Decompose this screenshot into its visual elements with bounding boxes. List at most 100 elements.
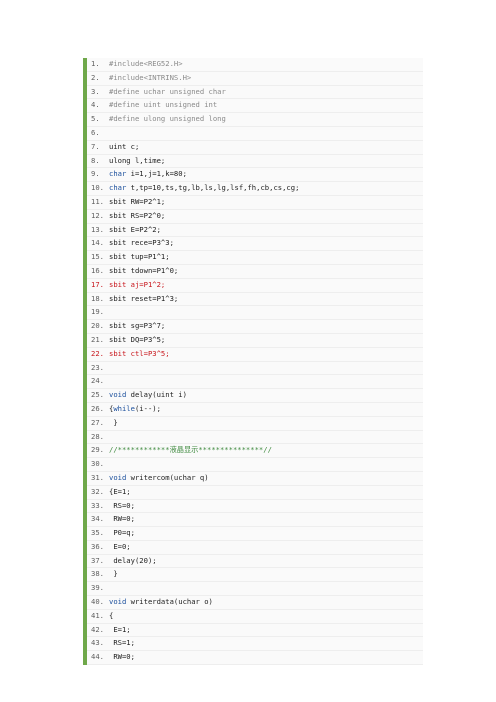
code-text: } [109,417,423,430]
code-content: #define ulong unsigned long [109,114,226,124]
code-content: {E=1; [109,486,131,496]
code-line: 21.sbit DQ=P3^5; [87,334,423,348]
code-line: 44. RW=0; [87,651,423,666]
code-text: RW=0; [109,651,423,664]
code-line: 30. [87,458,423,472]
line-number: 36. [91,541,104,551]
code-text: } [109,568,423,581]
code-content: delay(20); [109,555,157,565]
code-keyword: while [113,403,135,413]
code-content: RW=0; [109,652,135,662]
code-content: (i--); [134,403,161,413]
code-line: 31. void writercom(uchar q) [87,472,423,486]
line-number: 14. [91,238,104,248]
line-number: 38. [91,569,104,579]
code-line: 24. [87,375,423,390]
code-line: 5.#define ulong unsigned long [87,113,423,127]
code-line: 6. [87,127,423,141]
code-line: 42. E=1; [87,624,423,638]
code-text: sbit aj=P1^2; [109,279,423,292]
line-number: 35. [91,528,104,538]
code-content: E=1; [109,624,131,634]
code-content: t,tp=10,ts,tg,lb,ls,lg,lsf,fh,cb,cs,cg; [126,183,300,193]
line-number: 42. [91,624,104,634]
code-line: 8.ulong l,time; [87,155,423,169]
code-text: sbit tup=P1^1; [109,251,423,264]
line-number: 16. [91,265,104,275]
line-number: 22. [91,348,104,358]
code-content: i=1,j=1,k=80; [126,169,187,179]
code-keyword: void [109,390,127,400]
code-line: 9.char i=1,j=1,k=80; [87,168,423,183]
code-content: #define uint unsigned int [109,100,218,110]
code-content: P0=q; [109,528,135,538]
line-number: 25. [91,390,104,400]
code-line: 13.sbit E=P2^2; [87,224,423,238]
line-number: 26. [91,403,104,413]
code-content: uint c; [109,141,140,151]
code-content: sbit tup=P1^1; [109,252,170,262]
code-content: sbit DQ=P3^5; [109,334,166,344]
code-line: 37. delay(20); [87,555,423,569]
code-line: 4.#define uint unsigned int [87,99,423,114]
line-number: 40. [91,597,104,607]
code-line: 18.sbit reset=P1^3; [87,293,423,307]
code-text: sbit RW=P2^1; [109,196,423,209]
code-content: } [109,569,118,579]
line-number: 13. [91,224,104,234]
code-content: sbit rece=P3^3; [109,238,174,248]
code-content: #include<INTRINS.H> [109,72,192,82]
code-text: sbit DQ=P3^5; [109,334,423,347]
code-content: E=0; [109,541,131,551]
code-line: 22. sbit ctl=P3^5; [87,348,423,362]
code-content: sbit RS=P2^0; [109,210,166,220]
code-text: { [109,610,423,623]
code-line: 29.//************液晶显示***************// [87,444,423,459]
code-prefix: { [109,403,114,413]
code-line: 40.void writerdata(uchar o) [87,596,423,610]
code-content: sbit aj=P1^2; [109,279,166,289]
code-line: 26. {while(i--); [87,403,423,417]
code-text: #define ulong unsigned long [109,113,423,126]
code-text: sbit sg=P3^7; [109,320,423,333]
line-number: 15. [91,252,104,262]
code-content: RS=1; [109,638,135,648]
line-number: 27. [91,417,104,427]
code-text: P0=q; [109,527,423,540]
code-line: 1.#include<REG52.H> [87,58,423,72]
code-text: void writercom(uchar q) [109,472,423,485]
code-content: ulong l,time; [109,155,166,165]
line-number: 31. [91,472,104,482]
code-line: 33. RS=0; [87,500,423,514]
line-number: 10. [91,183,104,193]
code-listing: 1.#include<REG52.H>2.#include<INTRINS.H>… [83,58,423,666]
code-text: delay(20); [109,555,423,568]
code-line: 12.sbit RS=P2^0; [87,210,423,224]
code-content: } [109,417,118,427]
line-number: 1. [91,59,100,68]
line-number: 43. [91,638,104,648]
code-line: 10. char t,tp=10,ts,tg,lb,ls,lg,lsf,fh,cb… [87,182,423,196]
line-number: 30. [91,459,104,469]
code-text: sbit tdown=P1^0; [109,265,423,278]
line-number: 37. [91,555,104,565]
code-line: 15. sbit tup=P1^1; [87,251,423,265]
code-keyword: char [109,169,127,179]
code-line: 20. sbit sg=P3^7; [87,320,423,334]
code-content: delay(uint i) [126,390,187,400]
code-line: 34. RW=0; [87,513,423,528]
code-keyword: void [109,472,127,482]
code-line: 38. } [87,568,423,583]
code-line: 36. E=0; [87,541,423,555]
code-content: writerdata(uchar o) [126,597,213,607]
code-line: 32.{E=1; [87,486,423,500]
code-text: char t,tp=10,ts,tg,lb,ls,lg,lsf,fh,cb,cs… [109,182,423,195]
code-line: 7. uint c; [87,141,423,155]
line-number: 34. [91,514,104,524]
code-keyword: char [109,183,127,193]
code-text: sbit RS=P2^0; [109,210,423,223]
code-text: sbit ctl=P3^5; [109,348,423,361]
line-number: 7. [91,141,100,151]
line-number: 20. [91,321,104,331]
code-text: {while(i--); [109,403,423,416]
